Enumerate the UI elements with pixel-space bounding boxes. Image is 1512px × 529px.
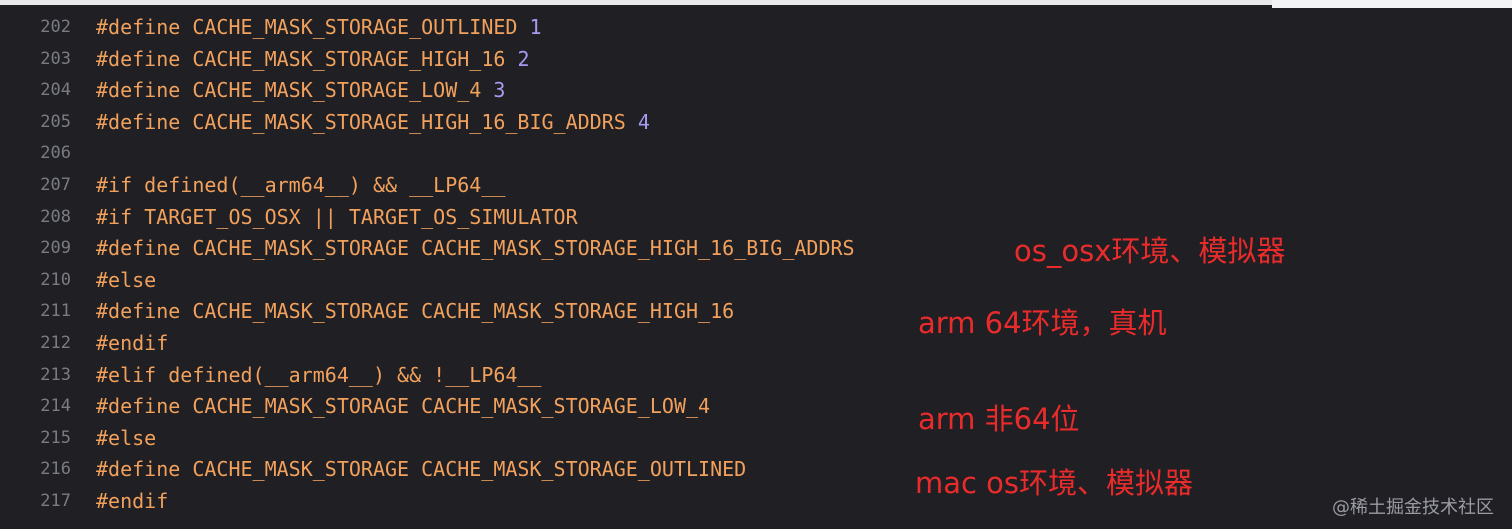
preprocessor-token: #define CACHE_MASK_STORAGE_LOW_4 — [96, 78, 494, 103]
code-text: #define CACHE_MASK_STORAGE CACHE_MASK_ST… — [96, 296, 734, 327]
line-number: 217 — [40, 491, 71, 511]
line-number: 215 — [40, 427, 71, 448]
preprocessor-token: #define CACHE_MASK_STORAGE CACHE_MASK_ST… — [96, 236, 855, 261]
line-number: 206 — [40, 143, 71, 164]
preprocessor-token: #define CACHE_MASK_STORAGE CACHE_MASK_ST… — [96, 457, 747, 482]
code-text: #else — [96, 265, 156, 296]
code-line: 205 #define CACHE_MASK_STORAGE_HIGH_16_BI… — [0, 107, 1512, 138]
line-number: 202 — [40, 17, 71, 37]
annotation-arm64-device: arm 64环境，真机 — [918, 306, 1167, 340]
annotation-macos-simulator: mac os环境、模拟器 — [915, 466, 1194, 500]
code-text: #define CACHE_MASK_STORAGE_OUTLINED 1 — [96, 12, 542, 43]
line-number: 204 — [40, 80, 71, 101]
annotation-osx-simulator: os_osx环境、模拟器 — [1014, 234, 1286, 268]
code-line: 209 #define CACHE_MASK_STORAGE CACHE_MASK… — [0, 233, 1512, 264]
line-number: 203 — [40, 48, 71, 69]
number-literal: 3 — [493, 78, 506, 103]
line-number: 211 — [40, 301, 71, 322]
preprocessor-token: #define CACHE_MASK_STORAGE_HIGH_16_BIG_A… — [96, 109, 638, 134]
code-line: 213 #elif defined(__arm64__) && !__LP64__ — [0, 360, 1512, 391]
line-number: 216 — [40, 459, 71, 480]
line-number: 205 — [40, 111, 71, 132]
watermark: @稀土掘金技术社区 — [1332, 497, 1494, 518]
line-number: 214 — [40, 396, 71, 417]
code-line: 212 #endif — [0, 328, 1512, 359]
line-number: 207 — [40, 175, 71, 195]
code-text: #define CACHE_MASK_STORAGE_HIGH_16_BIG_A… — [96, 107, 650, 138]
code-line: 214 #define CACHE_MASK_STORAGE CACHE_MASK… — [0, 391, 1512, 422]
number-literal: 4 — [637, 109, 650, 134]
line-number: 210 — [40, 269, 71, 290]
top-edge-right — [1272, 0, 1512, 8]
annotation-arm-non64: arm 非64位 — [918, 402, 1080, 436]
code-line: 217 #endif — [0, 486, 1512, 517]
code-line: 207 #if defined(__arm64__) && __LP64__ — [0, 170, 1512, 201]
code-text: #endif — [96, 328, 168, 359]
code-line: 216 #define CACHE_MASK_STORAGE CACHE_MASK… — [0, 454, 1512, 485]
code-line: 208 #if TARGET_OS_OSX || TARGET_OS_SIMULA… — [0, 202, 1512, 233]
code-text: #define CACHE_MASK_STORAGE CACHE_MASK_ST… — [96, 233, 855, 264]
preprocessor-token: #if TARGET_OS_OSX || TARGET_OS_SIMULATOR — [96, 204, 578, 229]
code-text: #if TARGET_OS_OSX || TARGET_OS_SIMULATOR — [96, 202, 578, 233]
code-text: #endif — [96, 486, 168, 517]
code-text: #elif defined(__arm64__) && !__LP64__ — [96, 360, 542, 391]
code-line: 210 #else — [0, 265, 1512, 296]
line-number: 208 — [40, 206, 71, 227]
preprocessor-token: #endif — [96, 489, 169, 513]
preprocessor-token: #define CACHE_MASK_STORAGE_OUTLINED — [96, 15, 530, 39]
preprocessor-token: #elif defined(__arm64__) && !__LP64__ — [96, 362, 542, 387]
code-text: #define CACHE_MASK_STORAGE_LOW_4 3 — [96, 75, 505, 106]
code-text: #else — [96, 423, 156, 454]
code-line: 204 #define CACHE_MASK_STORAGE_LOW_4 3 — [0, 75, 1512, 106]
preprocessor-token: #endif — [96, 331, 169, 355]
preprocessor-token: #define CACHE_MASK_STORAGE CACHE_MASK_ST… — [96, 394, 711, 419]
preprocessor-token: #else — [96, 425, 157, 450]
code-line: 215 #else — [0, 423, 1512, 454]
preprocessor-token: #if defined(__arm64__) && __LP64__ — [96, 173, 506, 197]
line-number: 213 — [40, 364, 71, 385]
code-line: 211 #define CACHE_MASK_STORAGE CACHE_MASK… — [0, 296, 1512, 327]
number-literal: 2 — [517, 46, 530, 71]
code-text: #define CACHE_MASK_STORAGE CACHE_MASK_ST… — [96, 454, 746, 485]
code-line: 202 #define CACHE_MASK_STORAGE_OUTLINED 1 — [0, 12, 1512, 43]
line-number: 212 — [40, 333, 71, 353]
preprocessor-token: #else — [96, 267, 157, 292]
code-line: 203 #define CACHE_MASK_STORAGE_HIGH_16 2 — [0, 44, 1512, 75]
preprocessor-token: #define CACHE_MASK_STORAGE CACHE_MASK_ST… — [96, 299, 735, 324]
code-text: #define CACHE_MASK_STORAGE CACHE_MASK_ST… — [96, 391, 710, 422]
code-line: 206 — [0, 138, 1512, 169]
top-edge — [0, 0, 1512, 5]
line-number: 209 — [40, 238, 71, 259]
number-literal: 1 — [529, 15, 542, 39]
preprocessor-token: #define CACHE_MASK_STORAGE_HIGH_16 — [96, 46, 518, 71]
code-text: #if defined(__arm64__) && __LP64__ — [96, 170, 505, 201]
code-text: #define CACHE_MASK_STORAGE_HIGH_16 2 — [96, 44, 529, 75]
